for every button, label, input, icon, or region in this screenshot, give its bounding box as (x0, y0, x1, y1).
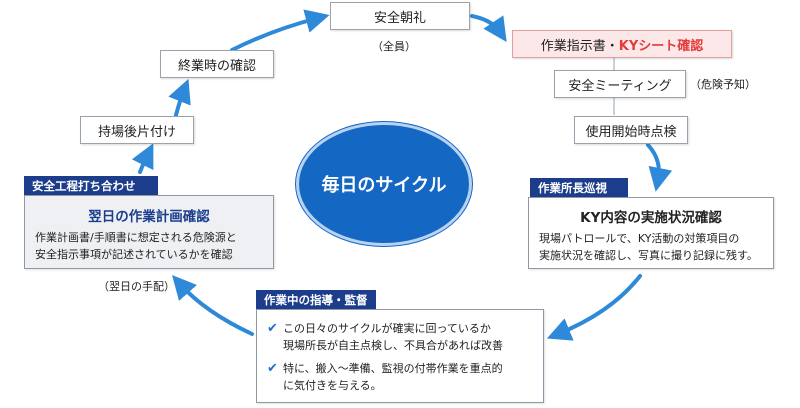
safety-meeting-box: 安全ミーティング (554, 70, 686, 98)
morning-assembly-label: 安全朝礼 (373, 10, 426, 26)
supervision-item: ✔ 特に、搬入～準備、監視の付帯作業を重点的 に気付きを与える。 (267, 360, 503, 394)
center-label: 毎日のサイクル (321, 175, 447, 196)
work-instruction-prefix: 作業指示書・ (540, 38, 619, 54)
planning-note: （翌日の手配） (98, 280, 175, 293)
arrow-planning-to-cleanup (131, 143, 154, 174)
safety-meeting-note: （危険予知） (690, 78, 756, 91)
cleanup-label: 持場後片付け (97, 124, 176, 140)
end-of-work-check-box: 終業時の確認 (160, 50, 274, 78)
supervision-item-1-line-2: 現場所長が自主点検し、不具合があれば改善 (283, 339, 503, 352)
planning-header: 安全工程打ち合わせ (24, 176, 158, 195)
pre-use-check-box: 使用開始時点検 (574, 116, 688, 144)
end-of-work-check-label: 終業時の確認 (177, 58, 256, 74)
planning-line-1: 作業計画書/手順書に想定される危険源と (35, 231, 237, 244)
checkmark-icon: ✔ (267, 361, 278, 376)
work-instruction-highlight: KYシート確認 (618, 38, 704, 54)
arrow-pre-use-to-patrol (646, 143, 673, 192)
patrol-line-1: 現場パトロールで、KY活動の対策項目の (539, 232, 740, 245)
safety-meeting-label: 安全ミーティング (568, 78, 672, 94)
supervision-header: 作業中の指導・監督 (256, 290, 376, 309)
center-ellipse: 毎日のサイクル (296, 122, 472, 246)
supervision-panel: ✔ この日々のサイクルが確実に回っているか 現場所長が自主点検し、不具合があれば… (256, 309, 544, 403)
work-instruction-box: 作業指示書・ KYシート確認 (512, 30, 732, 58)
arrow-patrol-to-supervision (546, 274, 642, 341)
arrow-end-to-top (230, 9, 330, 52)
arrow-cleanup-to-end (168, 78, 191, 117)
checkmark-icon: ✔ (267, 321, 278, 336)
patrol-header: 作業所長巡視 (530, 178, 628, 197)
morning-assembly-box: 安全朝礼 (330, 2, 470, 30)
supervision-item-1-line-1: この日々のサイクルが確実に回っているか (283, 322, 491, 335)
cleanup-box: 持場後片付け (80, 116, 194, 144)
planning-panel: 翌日の作業計画確認 作業計画書/手順書に想定される危険源と 安全指示事項が記述さ… (24, 195, 274, 269)
patrol-title: KY内容の実施状況確認 (580, 210, 722, 226)
supervision-item-2-line-1: 特に、搬入～準備、監視の付帯作業を重点的 (283, 362, 503, 375)
patrol-line-2: 実施状況を確認し、写真に撮り記録に残す。 (539, 249, 758, 262)
arrow-top-to-instruction (470, 14, 507, 42)
planning-line-2: 安全指示事項が記述されているかを確認 (35, 248, 233, 261)
pre-use-check-label: 使用開始時点検 (585, 124, 677, 140)
patrol-panel: KY内容の実施状況確認 現場パトロールで、KY活動の対策項目の 実施状況を確認し… (528, 197, 774, 269)
planning-title: 翌日の作業計画確認 (88, 209, 210, 225)
supervision-item-2-line-2: に気付きを与える。 (283, 379, 382, 392)
supervision-item: ✔ この日々のサイクルが確実に回っているか 現場所長が自主点検し、不具合があれば… (267, 320, 503, 354)
morning-assembly-sub: （全員） (372, 40, 416, 53)
arrow-supervision-to-planning (172, 275, 254, 336)
